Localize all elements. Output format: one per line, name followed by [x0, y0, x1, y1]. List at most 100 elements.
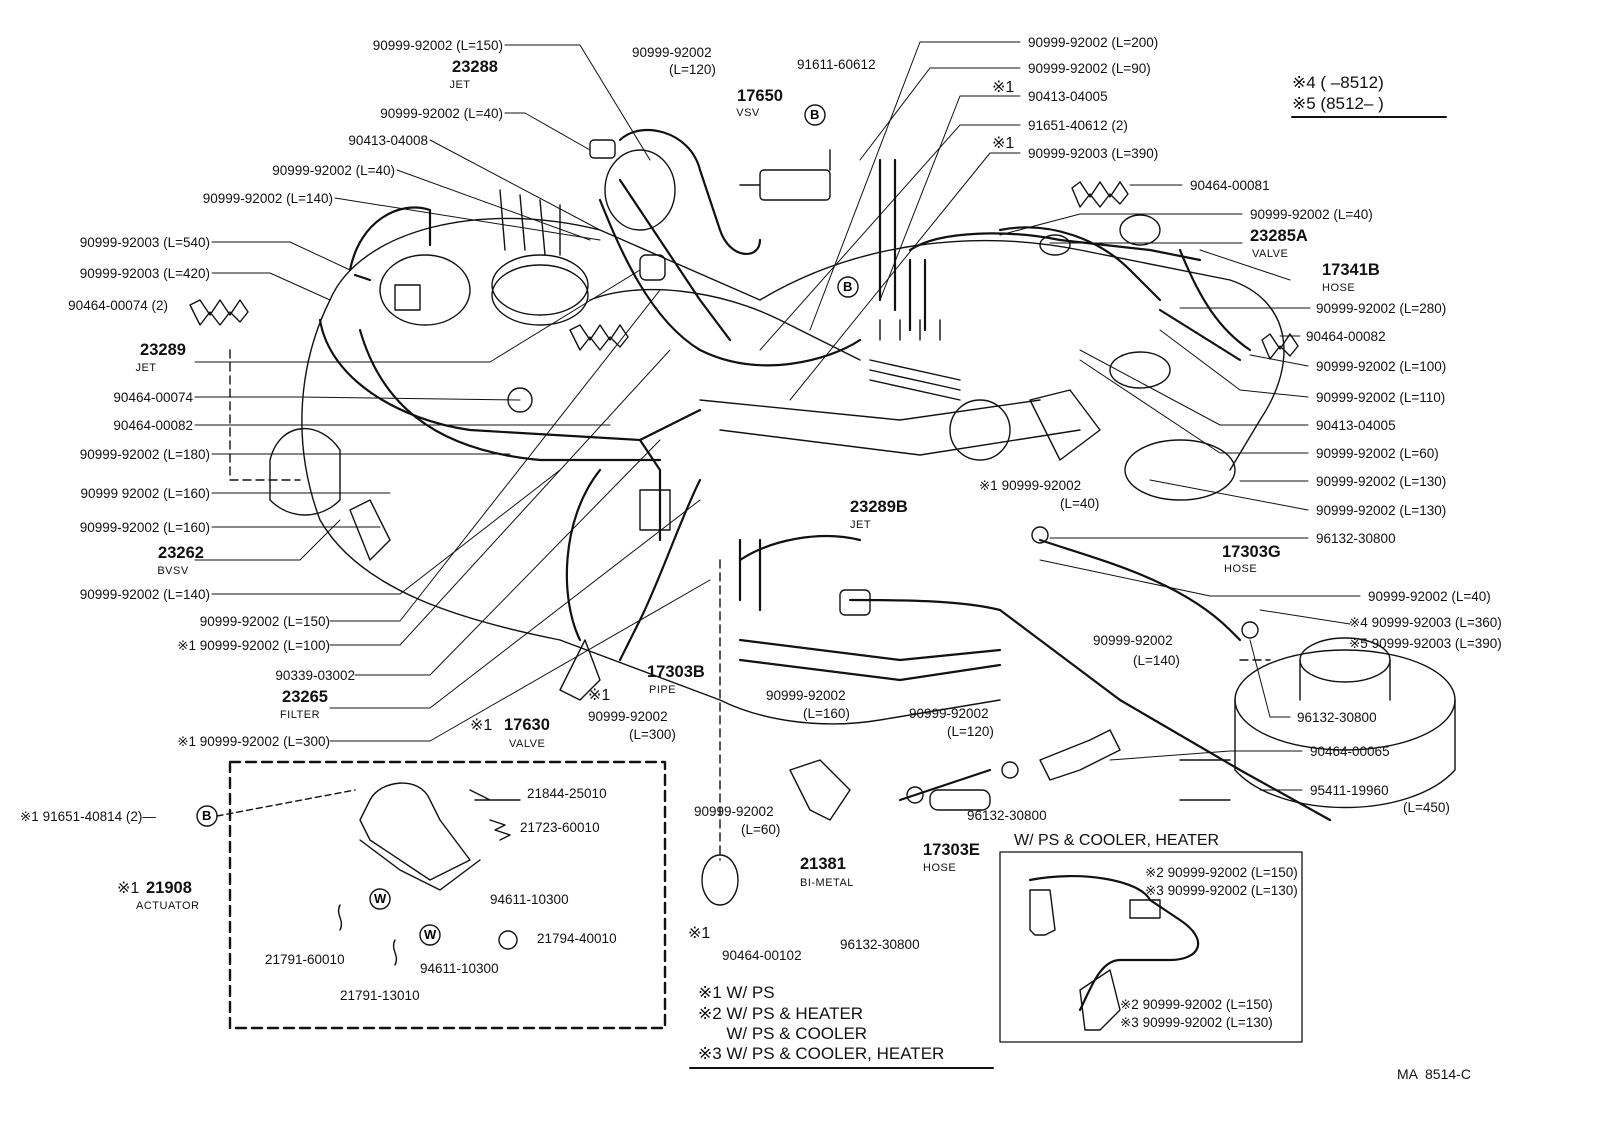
part-label: 90999-92002 (L=40): [1368, 589, 1491, 604]
part-label: 90999-92002: [694, 804, 774, 819]
note-5: ※5 (8512– ): [1292, 94, 1384, 113]
part-label: (L=120): [669, 62, 716, 77]
part-name: ACTUATOR: [136, 900, 200, 912]
part-label: 90413-04005: [1028, 89, 1108, 104]
part-prefix: ※1: [992, 79, 1015, 96]
actuator-assembly: [337, 782, 521, 966]
part-number: 17303B: [647, 663, 705, 681]
part-label: 90464-00102: [722, 948, 802, 963]
part-label: 21791-60010: [265, 952, 345, 967]
circle-mark-w: [419, 924, 441, 946]
part-number: 23285A: [1250, 227, 1308, 245]
part-number: 17341B: [1322, 261, 1380, 279]
part-label: 90464-00074 (2): [68, 298, 168, 313]
part-number: 23289: [140, 341, 186, 359]
part-label: 90464-00065: [1310, 744, 1390, 759]
part-name: HOSE: [923, 862, 957, 874]
part-label: 90999-92002 (L=90): [1028, 61, 1151, 76]
note-4: ※4 ( –8512): [1292, 73, 1384, 92]
part-label: 21723-60010: [520, 820, 600, 835]
part-name: FILTER: [279, 709, 321, 721]
part-label: 90999-92002: [766, 688, 846, 703]
part-label: ※2 90999-92002 (L=150): [1120, 997, 1273, 1012]
part-label: 96132-30800: [1297, 710, 1377, 725]
part-name: JET: [135, 362, 157, 374]
part-label: 90999-92002 (L=150): [199, 614, 330, 629]
part-number: 23262: [158, 544, 204, 562]
part-label: 90999-92002 (L=110): [1316, 390, 1446, 405]
part-label: 90464-00074: [113, 390, 193, 405]
part-prefix: ※1: [117, 880, 140, 897]
part-label: ※3 90999-92002 (L=130): [1145, 883, 1298, 898]
part-label: 90999-92002 (L=280): [1316, 301, 1447, 316]
part-label: (L=450): [1403, 800, 1450, 815]
part-label: 90413-04005: [1316, 418, 1396, 433]
part-name: HOSE: [1322, 282, 1356, 294]
part-number: 23289B: [850, 498, 908, 516]
part-label: 90464-00081: [1190, 178, 1270, 193]
part-name: JET: [850, 519, 872, 531]
part-number: 21381: [800, 855, 846, 873]
part-label: 90999-92002 (L=40): [380, 106, 503, 121]
leader-lines: [194, 41, 1361, 791]
part-label: 21794-40010: [537, 931, 617, 946]
box-title: W/ PS & COOLER, HEATER: [1014, 832, 1220, 849]
part-label: 90999-92002 (L=130): [1316, 503, 1447, 518]
part-number: 17630: [504, 716, 550, 734]
part-label: 90999-92002 (L=200): [1028, 35, 1159, 50]
part-label: 90999-92002 (L=150): [372, 38, 503, 53]
hoses: [318, 128, 1332, 1012]
part-number: 23288: [452, 58, 498, 76]
part-label: 21844-25010: [527, 786, 607, 801]
part-label: (L=60): [741, 822, 781, 837]
circle-mark-b: [804, 104, 826, 126]
note-line: ※3 W/ PS & COOLER, HEATER: [698, 1044, 945, 1063]
part-name: BVSV: [157, 565, 189, 577]
part-label: 90999-92002: [1093, 633, 1173, 648]
part-label: ※3 90999-92002 (L=130): [1120, 1015, 1273, 1030]
part-label: (L=160): [803, 706, 850, 721]
part-label: 96132-30800: [840, 937, 920, 952]
cooler-heater-box: [999, 851, 1303, 1043]
part-label: 90999-92002 (L=40): [272, 163, 395, 178]
mark-b: B: [202, 808, 212, 823]
part-label: 90464-00082: [1306, 329, 1386, 344]
mark-w: W: [374, 891, 387, 906]
part-name: HOSE: [1224, 563, 1258, 575]
clips: [189, 181, 1299, 804]
part-name: VSV: [736, 107, 760, 119]
actuator-dashed-box: [228, 760, 667, 1030]
part-label: (L=120): [947, 724, 994, 739]
part-label: 96132-30800: [967, 808, 1047, 823]
part-prefix: ※1: [470, 717, 493, 734]
part-label: 90999-92002: [588, 709, 668, 724]
part-number: 17303G: [1222, 543, 1281, 561]
part-label: 95411-19960: [1310, 783, 1389, 798]
part-label: 90999 92002 (L=160): [80, 486, 211, 501]
part-label: 90999-92002 (L=60): [1316, 446, 1439, 461]
part-label: 96132-30800: [1316, 531, 1396, 546]
part-prefix: ※1: [688, 925, 711, 942]
circle-mark-w: [369, 888, 391, 910]
part-label: ※1 90999-92002: [979, 478, 1082, 493]
part-name: VALVE: [509, 738, 546, 750]
note-line: ※2 W/ PS & HEATER: [698, 1004, 864, 1023]
part-label: 90999-92002 (L=160): [79, 520, 210, 535]
diagram-code: MA 8514-C: [1397, 1066, 1471, 1082]
part-label: (L=300): [629, 727, 676, 742]
part-label: 90999-92002 (L=100): [1316, 359, 1447, 374]
part-label: 90999-92002 (L=130): [1316, 474, 1447, 489]
circle-mark-b: [837, 276, 859, 298]
part-label: ※1 90999-92002 (L=100): [177, 638, 330, 653]
part-label: 90999-92002 (L=140): [202, 191, 333, 206]
part-prefix: ※1: [992, 135, 1015, 152]
part-number: 17303E: [923, 841, 980, 859]
mark-b: B: [843, 279, 853, 294]
note-line: ※1 W/ PS: [698, 983, 775, 1002]
part-label: 90999-92002 (L=180): [79, 447, 210, 462]
part-label: ※1 91651-40814 (2)—: [20, 809, 156, 824]
dashed-lines: [229, 349, 1271, 861]
part-label: ※5 90999-92003 (L=390): [1349, 636, 1502, 651]
part-label: 91611-60612: [797, 57, 876, 72]
